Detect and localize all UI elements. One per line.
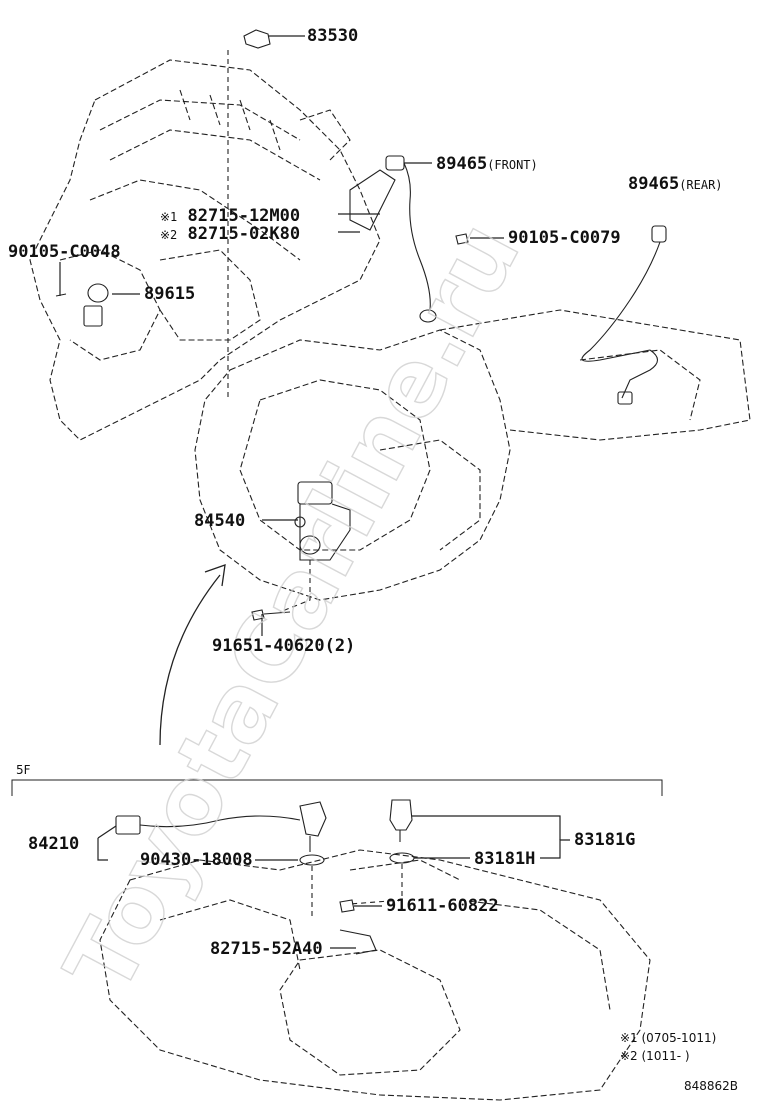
speed-sensor-84210 [115, 801, 327, 852]
section-label-5f: 5F [16, 763, 31, 777]
label-82715-02k80-number: 82715-02K80 [187, 224, 301, 244]
legend-note-2: ※2 (1011- ) [620, 1049, 690, 1063]
engine-outline [29, 59, 381, 441]
label-82715-12m00-number: 82715-12M00 [187, 206, 301, 226]
rear-o2-sensor [581, 225, 667, 405]
manual-transaxle-outline [99, 849, 651, 1101]
bolt-91651 [251, 609, 291, 621]
label-83530: 83530 [307, 26, 359, 46]
label-83181g: 83181G [574, 830, 636, 850]
label-82715-52a40: 82715-52A40 [210, 939, 323, 959]
label-89465-rear-number: 89465 [628, 174, 680, 194]
label-rear-tag: (REAR) [679, 178, 723, 192]
section-5f-bracket [11, 779, 663, 796]
label-89465-rear: 89465(REAR) [628, 176, 723, 193]
label-84210: 84210 [28, 834, 80, 854]
transaxle-outline [194, 309, 751, 601]
label-90105-c0048: 90105-C0048 [8, 242, 121, 262]
label-82715-02k80: ※2 82715-02K80 [160, 226, 300, 243]
label-82715-12m00: ※1 82715-12M00 [160, 208, 300, 225]
dashed-guides-upper [227, 50, 311, 613]
diagram-code: 848862B [684, 1079, 739, 1093]
label-89465-front-number: 89465 [436, 154, 488, 174]
label-91611-60822: 91611-60822 [386, 896, 499, 916]
leader-lines-upper [59, 35, 504, 636]
bolt-90105-c0079 [455, 233, 469, 245]
leader-lines-lower [97, 815, 570, 949]
neutral-start-switch [294, 481, 351, 561]
mark-1: ※1 [160, 210, 178, 224]
front-o2-sensor [349, 155, 437, 323]
clamp-82715-52a40 [339, 929, 377, 955]
label-89465-front: 89465(FRONT) [436, 156, 538, 173]
o-ring-83181h [389, 852, 415, 864]
oil-pressure-switch [243, 29, 271, 49]
label-89615: 89615 [144, 284, 196, 304]
label-84540: 84540 [194, 511, 246, 531]
bolt-91611 [339, 899, 355, 913]
label-90430-18008: 90430-18008 [140, 850, 253, 870]
view-arrow [159, 564, 226, 746]
label-90105-c0079: 90105-C0079 [508, 228, 621, 248]
label-91651-40620: 91651-40620(2) [212, 636, 356, 656]
legend-note-1: ※1 (0705-1011) [620, 1031, 717, 1045]
mark-2: ※2 [160, 228, 178, 242]
speed-sensor-83181g [389, 799, 413, 842]
o-ring-90430 [299, 854, 325, 866]
dashed-guides-lower [311, 864, 403, 920]
knock-sensor [55, 283, 109, 327]
label-front-tag: (FRONT) [487, 158, 538, 172]
label-83181h: 83181H [474, 849, 536, 869]
